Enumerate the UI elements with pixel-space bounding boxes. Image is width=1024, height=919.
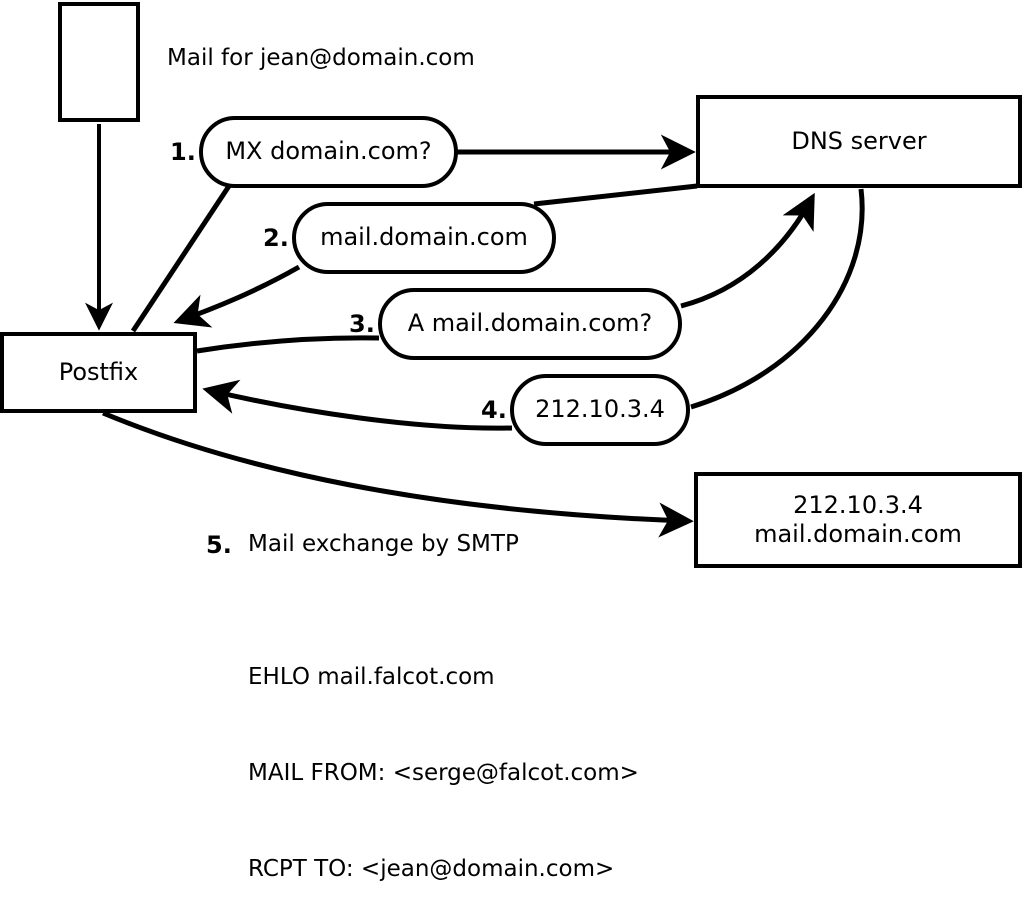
smtp-line: RCPT TO: <jean@domain.com>	[248, 856, 615, 882]
step-3-label: A mail.domain.com?	[407, 309, 653, 338]
connector-step4-to-postfix	[202, 379, 513, 431]
connector-dns-to-step2	[533, 183, 698, 207]
connector-step3-to-dns	[680, 192, 815, 309]
step-4-label: 212.10.3.4	[535, 395, 665, 424]
postfix-box[interactable]: Postfix	[0, 332, 197, 413]
connector-postfix-to-step1	[130, 184, 232, 333]
step-4-number: 4.	[481, 396, 507, 424]
step-1-number: 1.	[170, 138, 196, 166]
remote-mail-server-box[interactable]: 212.10.3.4 mail.domain.com	[694, 472, 1022, 568]
step-3-number: 3.	[349, 310, 375, 338]
step-3-pill[interactable]: A mail.domain.com?	[378, 288, 682, 360]
sender-client-box[interactable]	[58, 2, 140, 122]
step-2-pill[interactable]: mail.domain.com	[292, 202, 556, 274]
smtp-line: MAIL FROM: <serge@falcot.com>	[248, 760, 639, 786]
step-2-number: 2.	[263, 224, 289, 252]
connector-dns-to-step4	[690, 188, 865, 410]
smtp-transcript: EHLO mail.falcot.com MAIL FROM: <serge@f…	[248, 597, 639, 919]
step-1-pill[interactable]: MX domain.com?	[199, 116, 458, 188]
dns-server-box[interactable]: DNS server	[696, 95, 1022, 188]
connector-step2-to-postfix	[173, 264, 301, 328]
dns-server-label: DNS server	[791, 126, 927, 155]
smtp-line: EHLO mail.falcot.com	[248, 664, 495, 690]
postfix-label: Postfix	[58, 357, 139, 386]
remote-mail-server-ip: 212.10.3.4	[793, 490, 923, 519]
step-5-label: Mail exchange by SMTP	[248, 531, 519, 557]
step-5-number: 5.	[206, 531, 232, 559]
remote-mail-server-hostname: mail.domain.com	[754, 520, 962, 548]
step-4-pill[interactable]: 212.10.3.4	[510, 374, 690, 446]
step-1-label: MX domain.com?	[225, 137, 432, 166]
step-2-label: mail.domain.com	[320, 223, 528, 252]
connector-postfix-to-step3	[196, 335, 380, 354]
mail-for-note: Mail for jean@domain.com	[167, 45, 475, 71]
